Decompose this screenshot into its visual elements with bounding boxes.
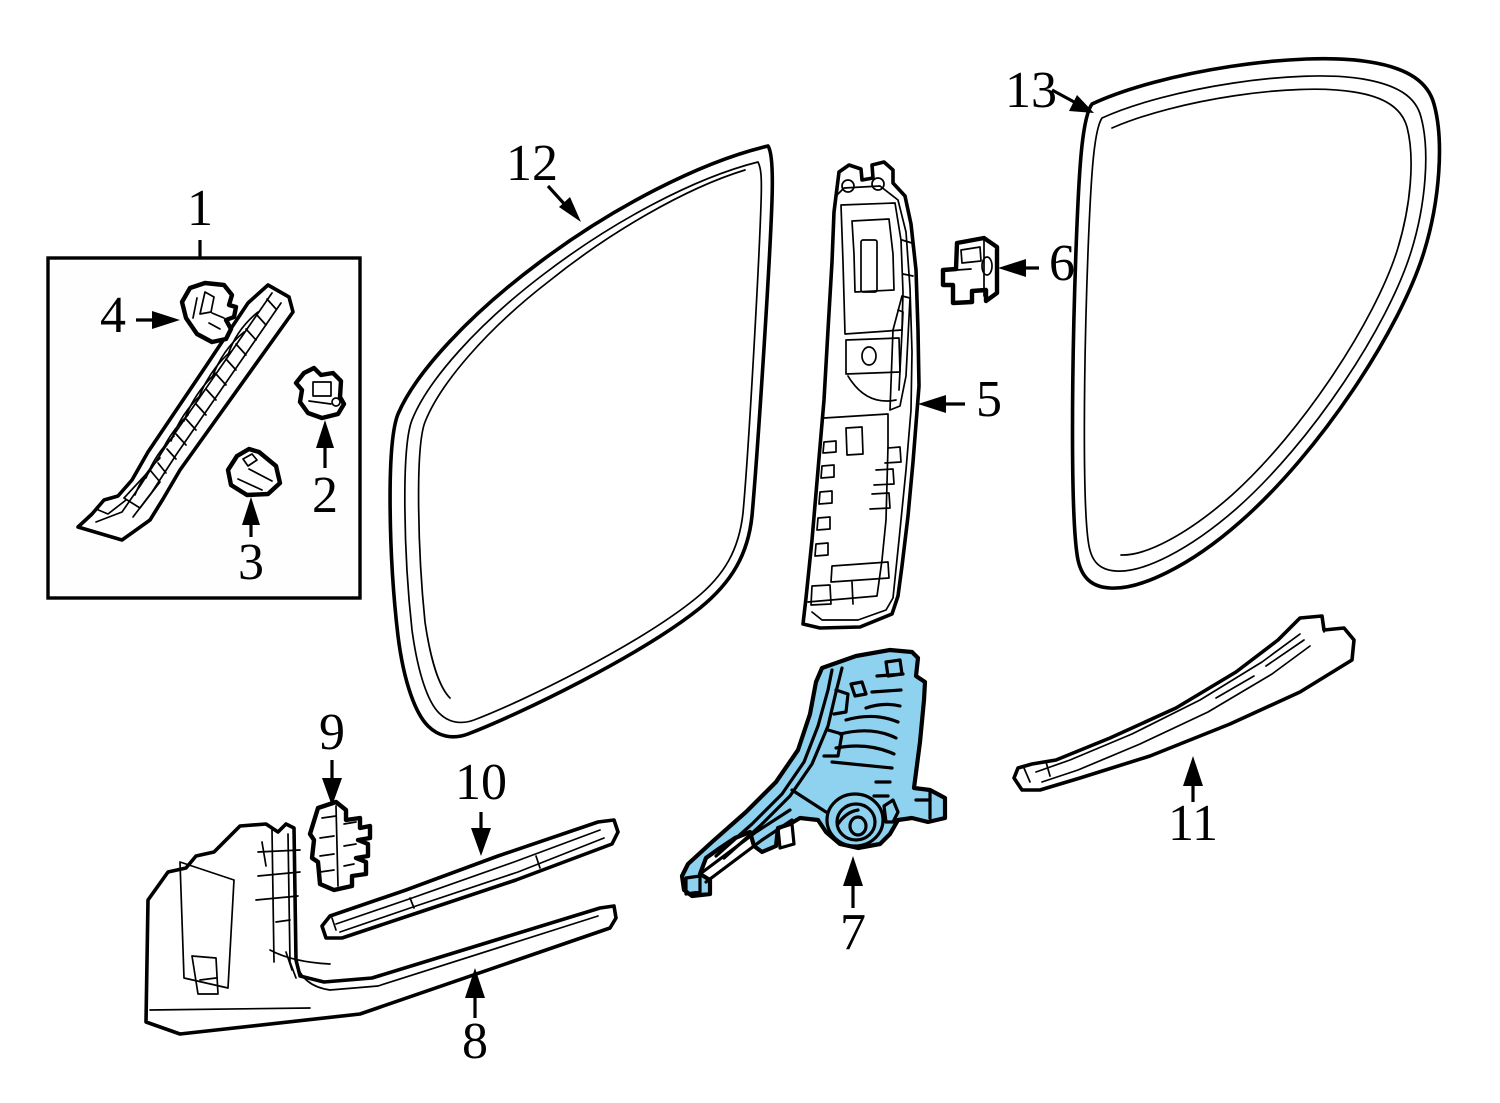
front-sill-scuff-plate-part [320,818,620,940]
leader-5 [918,395,965,413]
leader-9 [322,760,342,806]
callout-number-2: 2 [312,467,338,524]
callout-number-7: 7 [840,904,866,961]
leader-2 [316,420,334,468]
callout-number-3: 3 [238,534,264,591]
rear-sill-scuff-plate-part [1012,614,1356,792]
b-pillar-upper-trim-part [801,160,921,630]
callout-number-13: 13 [1005,62,1057,119]
leader-10 [471,812,491,856]
leader-6 [998,259,1039,277]
clip-9-part [307,799,373,893]
leader-4 [136,311,180,329]
leader-7 [843,856,863,908]
clip-3-part [225,446,283,498]
rear-door-weatherstrip-part [1070,56,1442,590]
callout-number-6: 6 [1049,235,1075,292]
leader-11 [1183,756,1203,802]
b-pillar-lower-trim-part [679,647,948,899]
callout-number-9: 9 [319,704,345,761]
a-pillar-trim-part [76,283,295,542]
callout-number-8: 8 [462,1013,488,1070]
callout-number-12: 12 [506,135,558,192]
callout-number-1: 1 [187,180,213,237]
leader-8 [465,968,485,1018]
rocker-panel-molding-part [144,822,618,1036]
callout-number-10: 10 [455,754,507,811]
leader-13 [1051,88,1094,113]
clip-6-part [940,235,1000,306]
leader-3 [242,497,260,537]
clip-2-part [293,365,347,421]
leader-12 [546,184,581,222]
front-door-weatherstrip-part [388,144,775,739]
clip-4-part [179,280,239,345]
callout-number-4: 4 [100,287,126,344]
callout-number-11: 11 [1168,795,1218,852]
callout-number-5: 5 [976,371,1002,428]
